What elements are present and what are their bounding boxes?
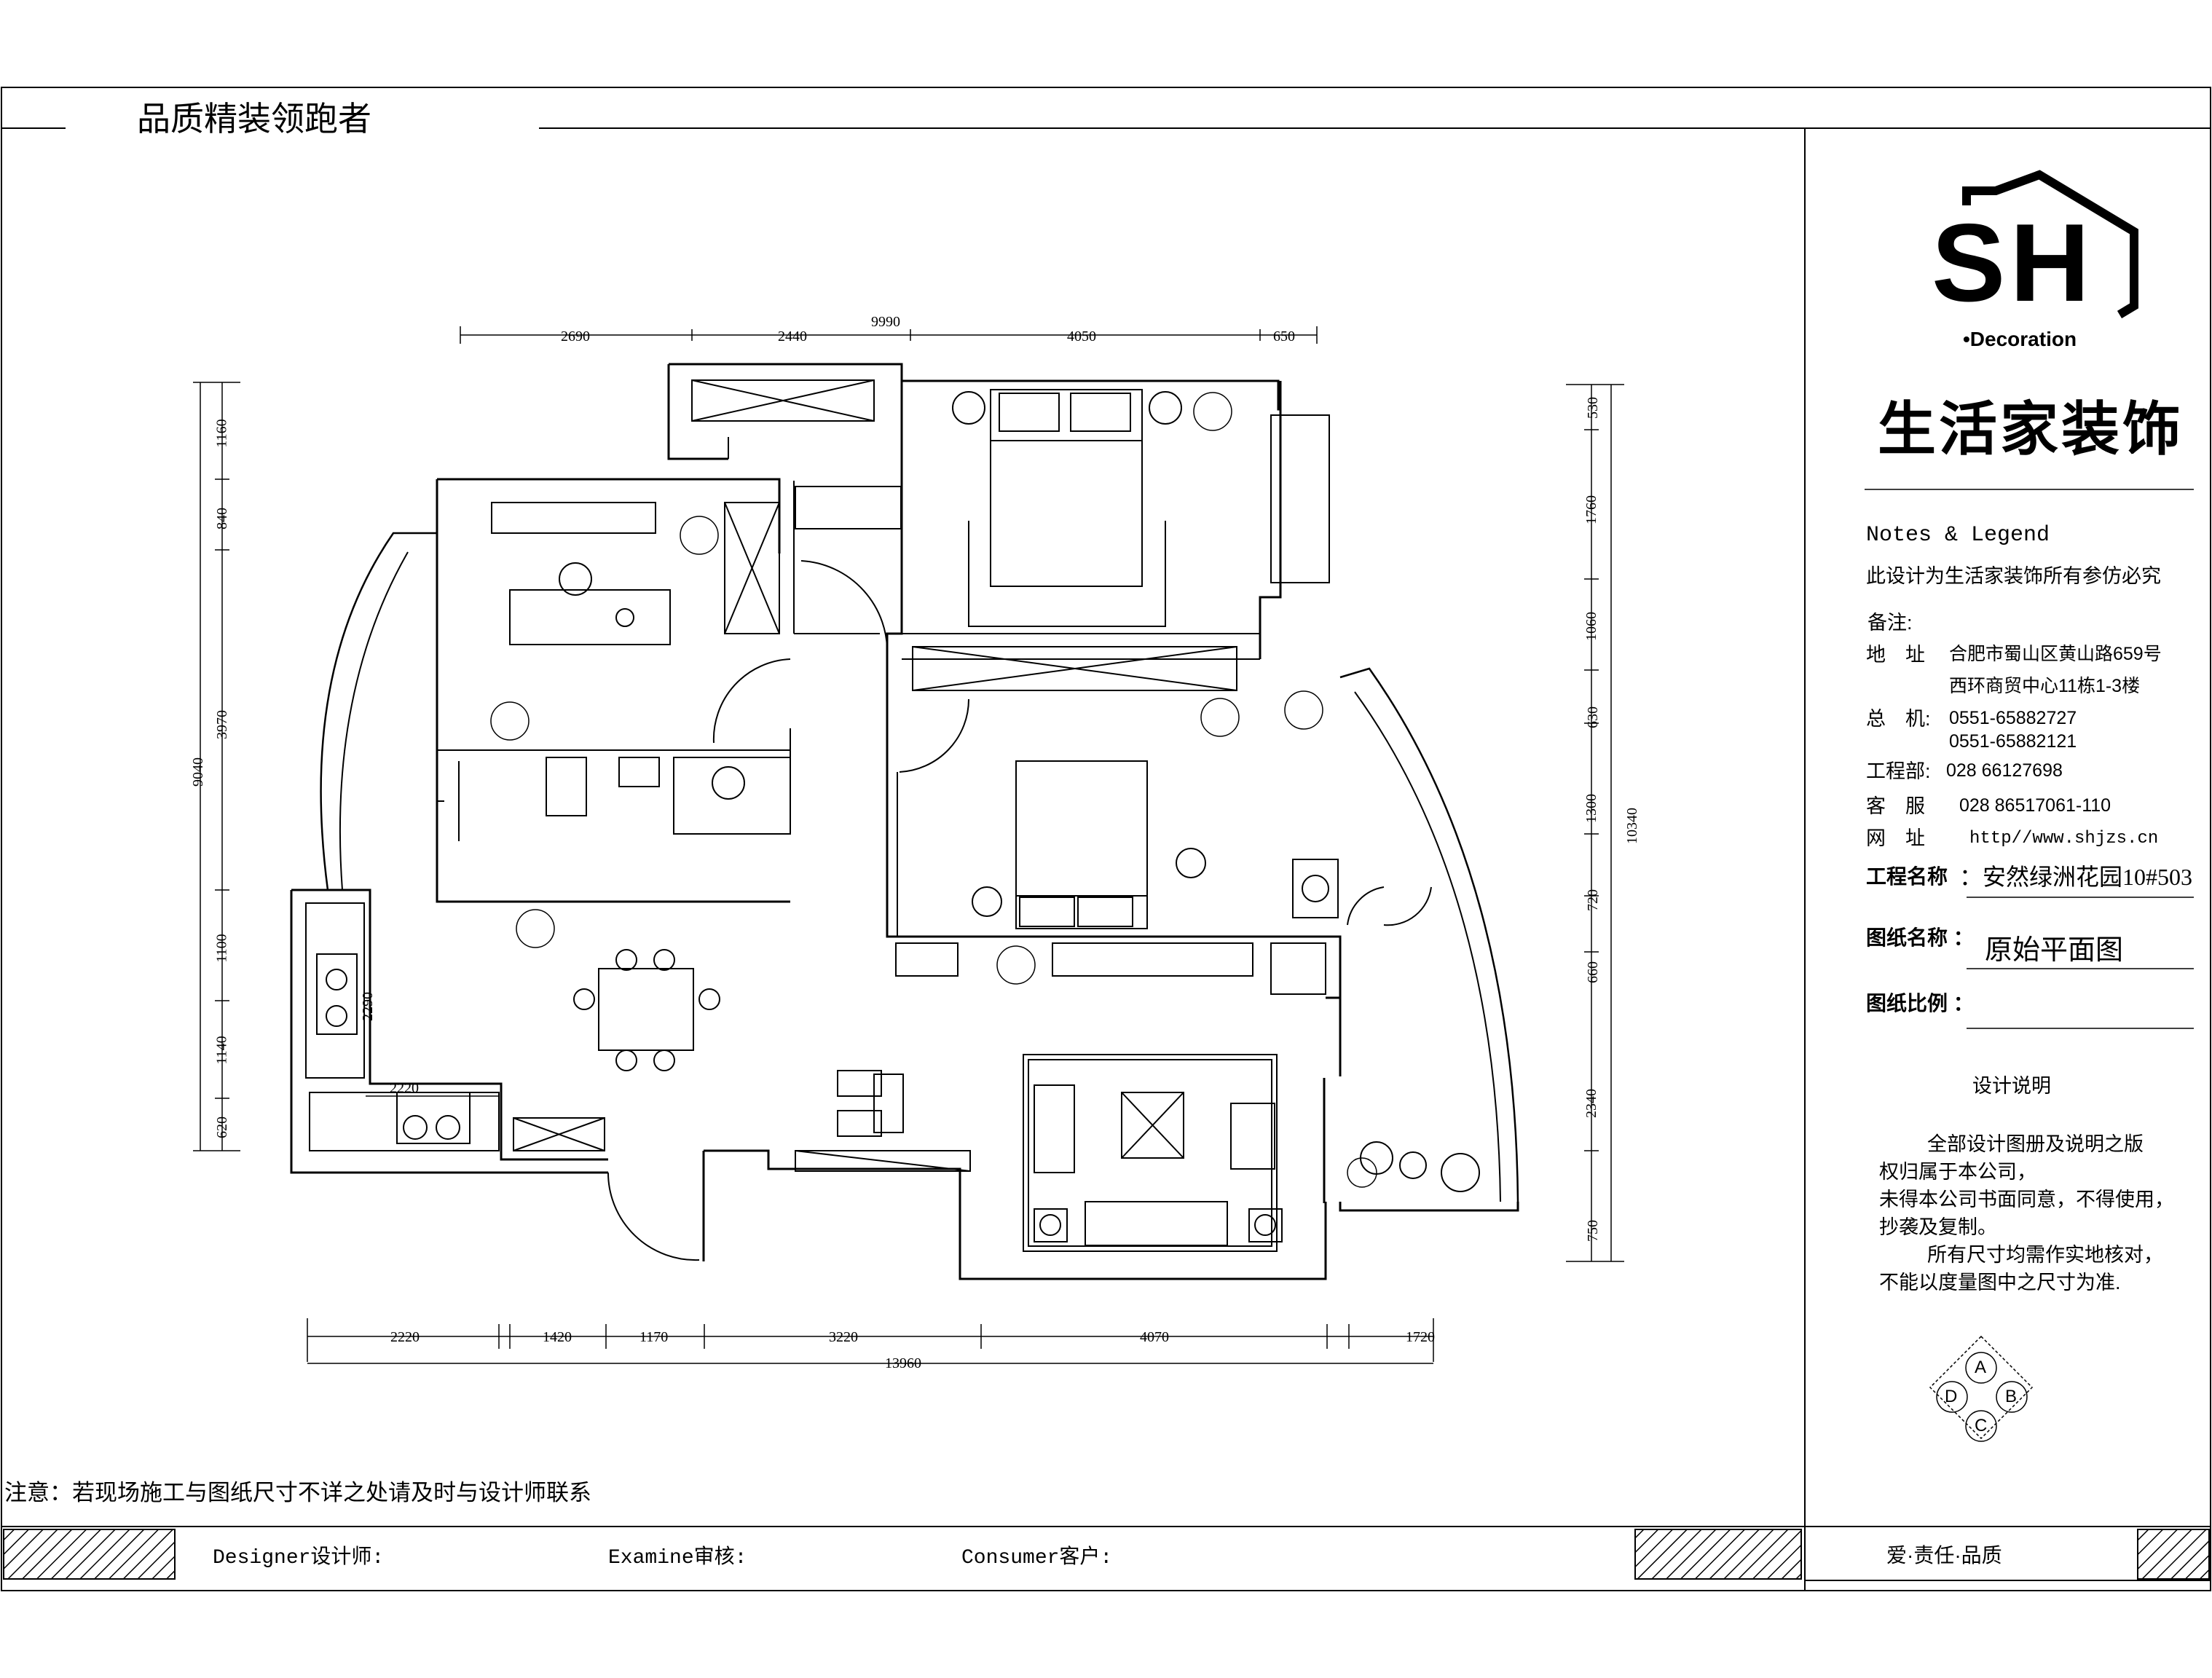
engineering-phone: 028 66127698 — [1946, 760, 2063, 781]
address-label: 地 址 — [1866, 644, 1925, 666]
drawing-name-value: 原始平面图 — [1985, 935, 2124, 966]
dim-bottom-seg: 1720 — [1406, 1329, 1435, 1345]
phone-1: 0551-65882727 — [1949, 708, 2077, 728]
design-notes-heading: 设计说明 — [1972, 1075, 2051, 1097]
service-label: 客 服 — [1866, 795, 1925, 817]
compass-label-a: A — [1975, 1358, 1987, 1377]
project-value: ：安然绿洲花园10#503 — [1959, 864, 2193, 890]
dim-top-seg: 650 — [1273, 328, 1295, 344]
master-bed — [990, 389, 1143, 587]
dim-left-total: 9040 — [190, 757, 206, 787]
dim-left-seg: 840 — [214, 508, 230, 529]
logo-tagline: •Decoration — [1963, 328, 2077, 350]
dim-right-seg: 530 — [1585, 397, 1601, 419]
east-balcony-curve — [1339, 667, 1519, 1202]
remarks-label: 备注: — [1867, 612, 1913, 634]
header-slogan: 品质精装领跑者 — [137, 100, 371, 138]
copyright-line: 此设计为生活家装饰所有参仿必究 — [1866, 565, 2161, 587]
website-value: http//www.shjzs.cn — [1969, 829, 2159, 848]
design-note-line: 所有尺寸均需作实地核对， — [1927, 1244, 2163, 1266]
engineering-label: 工程部: — [1866, 760, 1931, 782]
phone-2: 0551-65882121 — [1949, 731, 2077, 752]
dim-top-seg: 2440 — [778, 328, 807, 344]
phone-label: 总 机: — [1866, 708, 1931, 730]
examine-label: Examine审核: — [608, 1547, 747, 1569]
dim-bottom-seg: 3220 — [829, 1329, 858, 1345]
dim-left-seg: 3970 — [214, 710, 230, 739]
dim-left-seg: 1140 — [213, 1036, 230, 1065]
service-phone: 028 86517061-110 — [1959, 795, 2111, 816]
logo-house-icon — [1962, 170, 2138, 319]
design-note-line: 不能以度量图中之尺寸为准. — [1879, 1272, 2121, 1293]
compass-label-c: C — [1975, 1416, 1988, 1435]
compass-label-b: B — [2005, 1387, 2018, 1406]
consumer-label: Consumer客户: — [961, 1547, 1113, 1569]
design-note-line: 权归属于本公司， — [1879, 1161, 2036, 1183]
dim-right-total: 10340 — [1624, 808, 1640, 844]
dim-kitchen-v: 2290 — [360, 992, 376, 1021]
design-note-line: 全部设计图册及说明之版 — [1927, 1133, 2144, 1155]
dim-right-seg: 1760 — [1583, 495, 1599, 524]
west-balcony-curve — [320, 532, 437, 891]
dim-right-seg: 1060 — [1583, 612, 1599, 641]
website-label: 网 址 — [1866, 827, 1925, 849]
footer-note: 注意：若现场施工与图纸尺寸不详之处请及时与设计师联系 — [4, 1480, 591, 1505]
logo-letters: SH — [1932, 201, 2095, 325]
dim-top-total: 9990 — [871, 314, 900, 330]
designer-label: Designer设计师: — [213, 1547, 385, 1569]
dim-top-seg: 4050 — [1067, 328, 1096, 344]
living-rug — [1023, 1054, 1278, 1252]
project-label: 工程名称 — [1866, 865, 1948, 888]
dim-bottom-seg: 2220 — [390, 1329, 420, 1345]
scale-label: 图纸比例 ： — [1866, 992, 1974, 1015]
compass-label-d: D — [1945, 1387, 1958, 1406]
dim-bottom-seg: 4070 — [1140, 1329, 1169, 1345]
footer-hatch-mid — [1634, 1529, 1802, 1580]
footer-hatch-left — [3, 1529, 176, 1580]
dim-bottom-seg: 1170 — [639, 1329, 669, 1345]
dim-left-seg: 620 — [214, 1116, 230, 1138]
drawing-name-label: 图纸名称 ： — [1866, 926, 1974, 949]
sheet-frame — [1, 87, 2211, 1591]
design-note-line: 未得本公司书面同意，不得使用， — [1879, 1189, 2174, 1210]
dim-left-seg: 1100 — [213, 934, 230, 963]
compass-icon — [1929, 1335, 2034, 1442]
dim-right-seg: 660 — [1585, 961, 1601, 983]
dining-table — [598, 968, 694, 1051]
company-name: 生活家装饰 — [1878, 397, 2184, 462]
address-line1: 合肥市蜀山区黄山路659号 — [1949, 644, 2162, 664]
dim-top-seg: 2690 — [561, 328, 590, 344]
notes-heading: Notes & Legend — [1866, 523, 2050, 548]
dim-right-seg: 720 — [1585, 889, 1601, 911]
dim-right-seg: 750 — [1585, 1220, 1601, 1242]
dim-right-seg: 2340 — [1583, 1089, 1599, 1118]
dim-left-seg: 1160 — [213, 419, 230, 448]
footer-motto: 爱·责任·品质 — [1886, 1544, 2002, 1567]
dim-right-seg: 1300 — [1583, 794, 1599, 823]
dim-right-seg: 630 — [1585, 706, 1601, 728]
second-bed — [1015, 760, 1148, 929]
dim-bottom-total: 13960 — [885, 1355, 921, 1371]
dim-kitchen-h: 2220 — [390, 1080, 419, 1096]
address-line2: 西环商贸中心11栋1-3楼 — [1949, 676, 2141, 696]
footer-hatch-right — [2137, 1529, 2210, 1580]
design-note-line: 抄袭及复制。 — [1879, 1216, 1997, 1238]
dim-bottom-seg: 1420 — [543, 1329, 572, 1345]
